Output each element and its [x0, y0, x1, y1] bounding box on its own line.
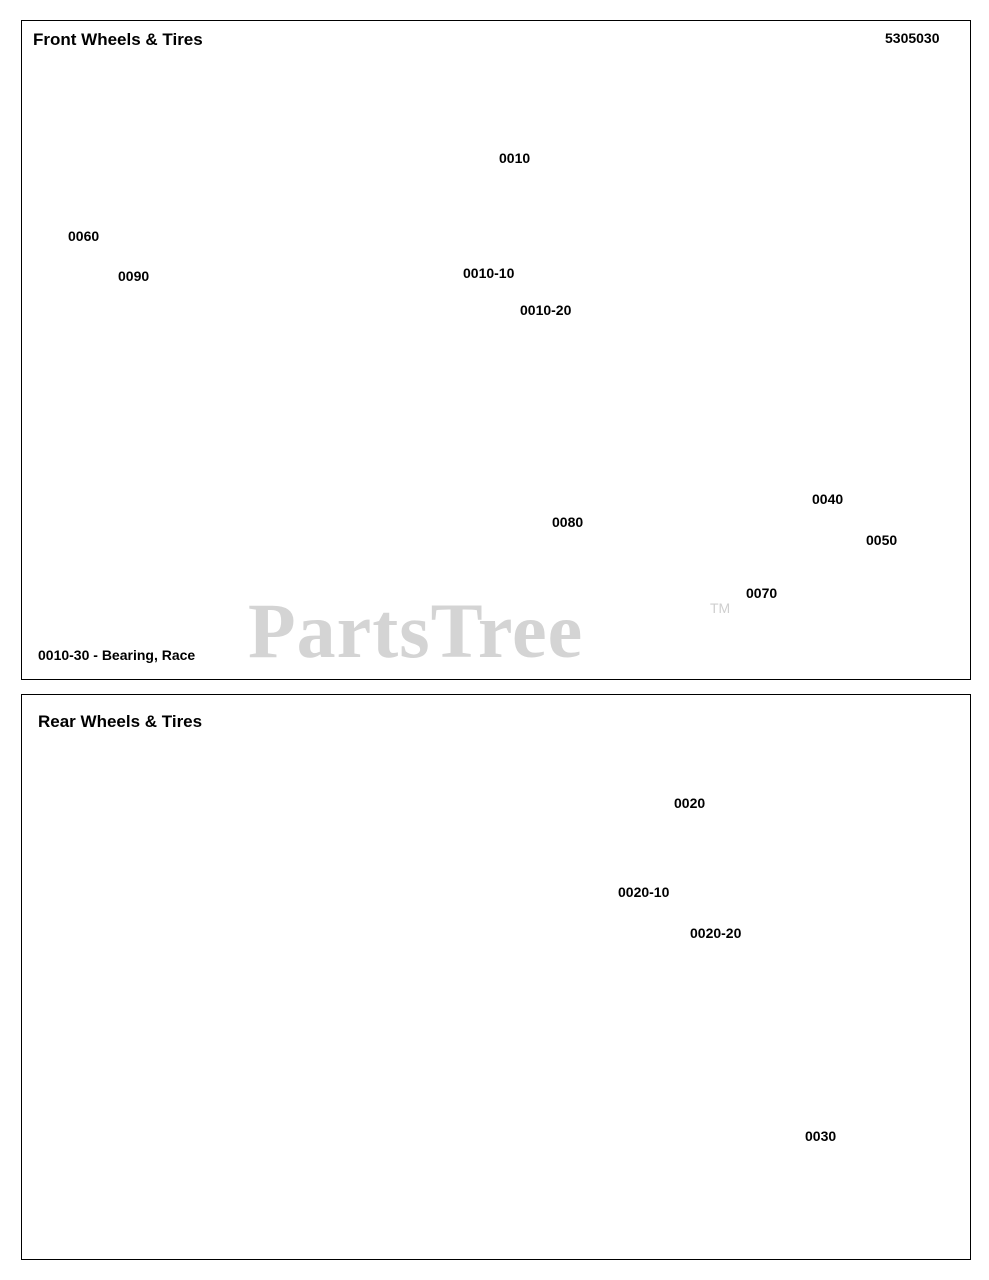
callout-0050[interactable]: 0050 [866, 532, 898, 548]
callout-0010-20[interactable]: 0010-20 [520, 302, 572, 318]
watermark-trademark: TM [710, 600, 731, 616]
callout-0020-10[interactable]: 0020-10 [618, 884, 670, 900]
callout-0020[interactable]: 0020 [674, 795, 706, 811]
callout-0080[interactable]: 0080 [552, 514, 584, 530]
callout-0010[interactable]: 0010 [499, 150, 531, 166]
front-panel-title: Front Wheels & Tires [33, 30, 203, 49]
callout-0060[interactable]: 0060 [68, 228, 100, 244]
front-wheels-panel [21, 20, 971, 680]
rear-wheels-panel [21, 694, 971, 1260]
diagram-code: 5305030 [885, 30, 940, 46]
bearing-race-note: 0010-30 - Bearing, Race [38, 647, 196, 663]
callout-0070[interactable]: 0070 [746, 585, 778, 601]
callout-0020-20[interactable]: 0020-20 [690, 925, 742, 941]
callout-0090[interactable]: 0090 [118, 268, 150, 284]
callout-0030[interactable]: 0030 [805, 1128, 837, 1144]
callout-0010-10[interactable]: 0010-10 [463, 265, 515, 281]
partstree-watermark: PartsTree [248, 587, 584, 674]
callout-0040[interactable]: 0040 [812, 491, 844, 507]
rear-panel-title: Rear Wheels & Tires [38, 712, 203, 731]
